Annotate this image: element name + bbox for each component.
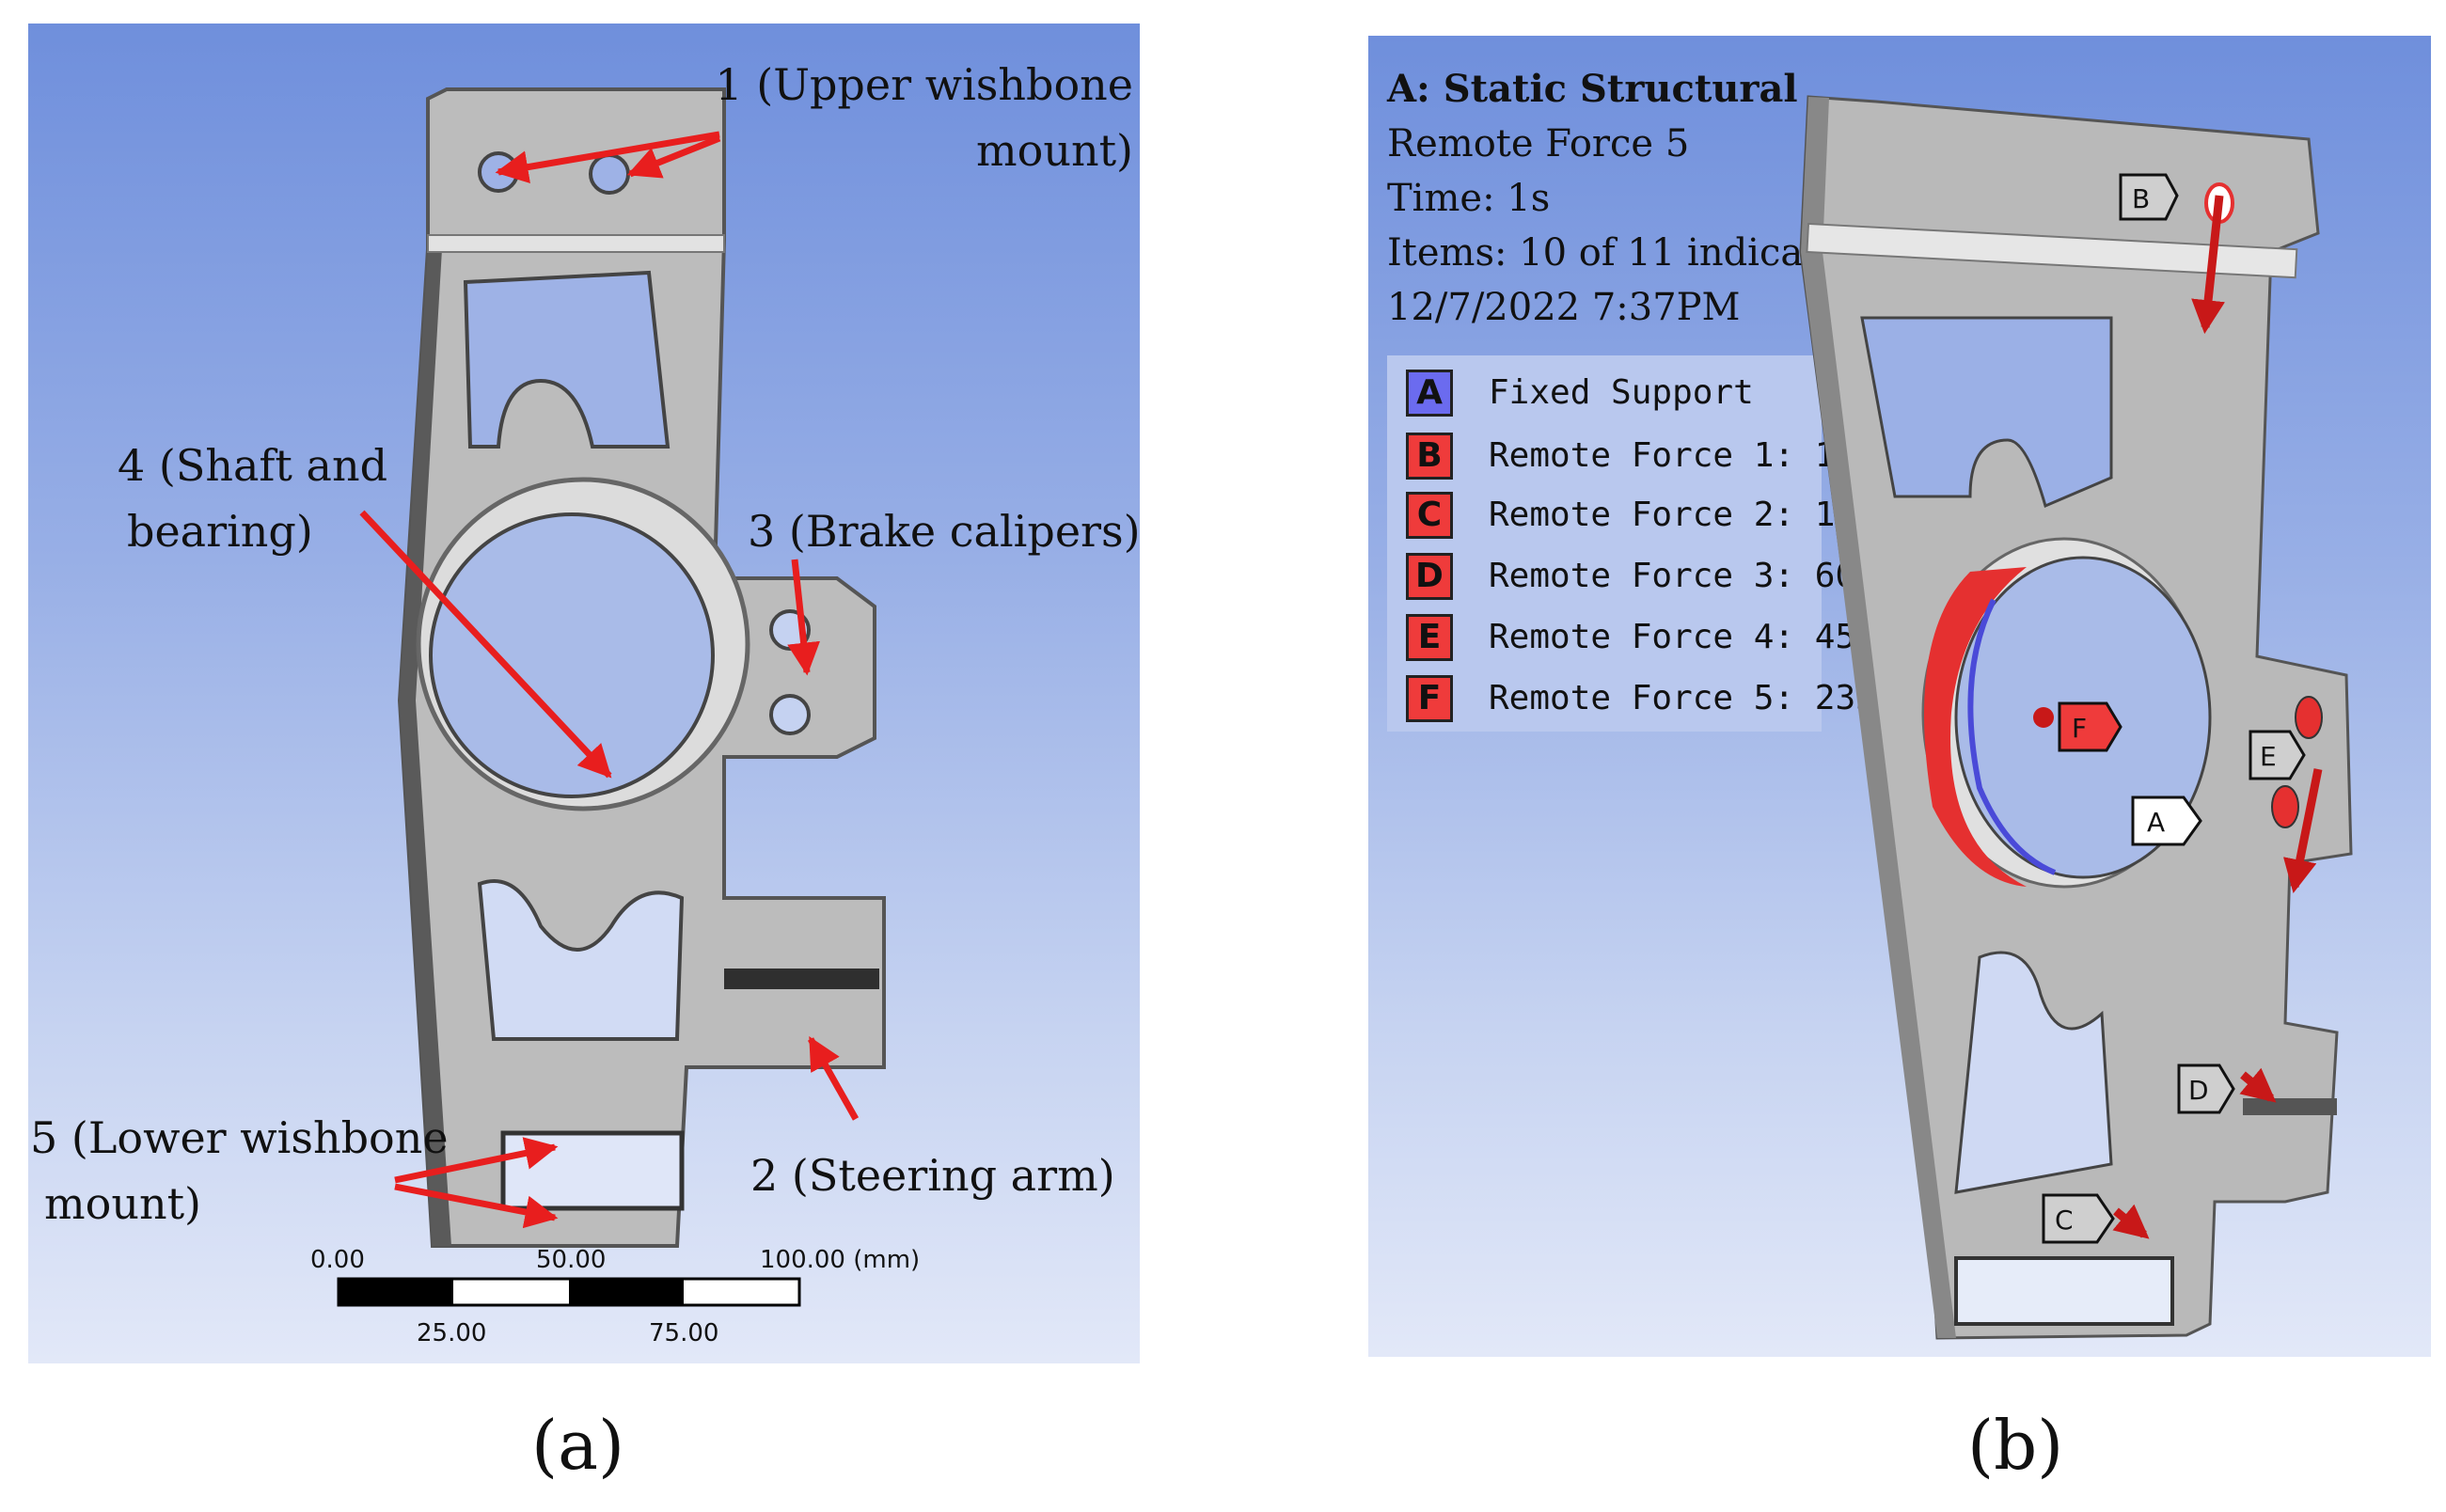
- annotation-arrows: [359, 131, 860, 1229]
- analysis-items: Items: 10 of 11 indicated: [1387, 231, 1865, 275]
- analysis-subtitle: Remote Force 5: [1387, 122, 1690, 165]
- legend-swatch: B: [1406, 433, 1453, 480]
- annotation-5: 5 (Lower wishbone mount): [30, 1112, 449, 1229]
- tag-c: C: [2042, 1193, 2115, 1244]
- caption-a: (a): [531, 1406, 625, 1485]
- analysis-date: 12/7/2022 7:37PM: [1387, 286, 1741, 329]
- tag-b: B: [2119, 173, 2179, 221]
- legend-swatch: F: [1406, 675, 1453, 722]
- arrow-1a: [495, 131, 720, 183]
- tag-a: A: [2131, 795, 2202, 846]
- arrow-1b: [626, 134, 721, 179]
- arrow-2: [807, 1035, 860, 1121]
- analysis-title: A: Static Structural: [1387, 67, 1798, 111]
- arrow-5b: [394, 1183, 559, 1229]
- annotation-4: 4 (Shaft and bearing): [118, 440, 388, 557]
- svg-text:E: E: [2260, 741, 2277, 772]
- annotation-2: 2 (Steering arm): [750, 1150, 1115, 1201]
- analysis-time: Time: 1s: [1387, 177, 1551, 220]
- panel-a-viewport: 1 (Upper wishbone mount) 4 (Shaft and be…: [28, 24, 1140, 1363]
- panel-b-viewport: A: Static Structural Remote Force 5 Time…: [1368, 36, 2431, 1357]
- scale-label-50: 50.00: [536, 1246, 607, 1274]
- arrow-5a: [394, 1137, 559, 1184]
- force-arrow-b: [2191, 195, 2225, 335]
- legend-swatch: C: [1406, 492, 1453, 539]
- tag-f: F: [2058, 701, 2122, 752]
- annotation-3: 3 (Brake calipers): [748, 506, 1140, 557]
- force-arrow-c: [2112, 1204, 2150, 1239]
- svg-text:A: A: [2147, 807, 2165, 838]
- svg-text:D: D: [2188, 1075, 2209, 1106]
- legend-swatch: A: [1406, 370, 1453, 417]
- svg-text:B: B: [2132, 183, 2150, 214]
- legend-swatch: E: [1406, 614, 1453, 661]
- svg-text:F: F: [2072, 713, 2087, 744]
- steering-knuckle-part: [397, 87, 886, 1248]
- knuckle-drawing-b: B F E A D C: [1799, 95, 2353, 1340]
- arrow-4: [359, 510, 612, 779]
- svg-text:C: C: [2055, 1205, 2074, 1236]
- caption-b: (b): [1967, 1406, 2064, 1485]
- scale-label-0: 0.00: [310, 1246, 365, 1274]
- scale-bar: [337, 1277, 801, 1307]
- tag-d: D: [2177, 1063, 2235, 1114]
- force-arrow-e: [2282, 768, 2323, 894]
- scale-label-25: 25.00: [417, 1319, 487, 1347]
- force-arrow-d: [2239, 1067, 2277, 1103]
- annotation-1: 1 (Upper wishbone mount): [715, 59, 1133, 176]
- force-marker-f: [2033, 707, 2054, 728]
- tag-e: E: [2249, 730, 2306, 780]
- arrow-3: [787, 559, 821, 676]
- knuckle-drawing-a: [337, 87, 886, 1307]
- force-arrows: [2112, 195, 2323, 1239]
- scale-label-75: 75.00: [649, 1319, 719, 1347]
- legend-label: Fixed Support: [1489, 373, 1754, 412]
- scale-label-100: 100.00 (mm): [760, 1246, 921, 1274]
- legend-swatch: D: [1406, 553, 1453, 600]
